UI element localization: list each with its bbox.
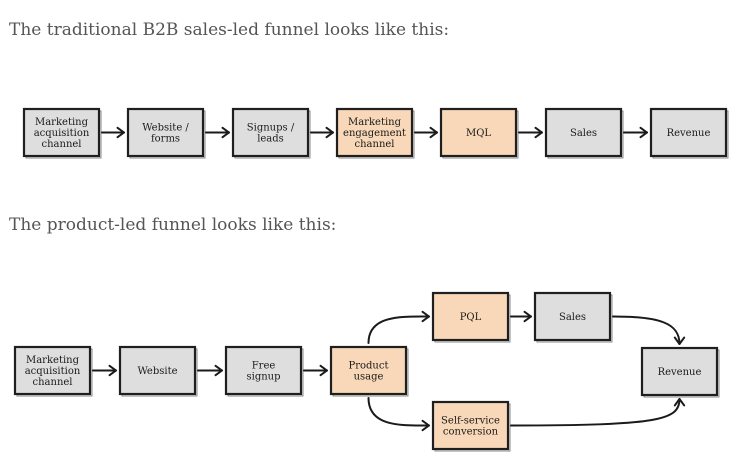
product-led-box-label: Free [252,361,276,372]
sales-led-box-label: Revenue [667,128,711,139]
sales-led-box-revenue: Revenue [649,107,729,159]
product-led-box-label: Product [349,361,389,372]
sales-led-box-label: Marketing [35,117,89,128]
product-led-box-website: Website [118,345,198,397]
product-led-upper-box-label: PQL [460,312,482,323]
sales-led-box-label: Marketing [348,117,402,128]
sales-led-arrow-head [221,126,230,139]
product-led-branch-down-arrow-head [421,419,430,432]
sales-led-arrow-head [116,126,125,139]
product-led-heading: The product-led funnel looks like this: [9,215,337,235]
sales-led-arrow-head [325,126,334,139]
product-led-upper-box-label: Sales [559,312,586,323]
product-led-box-label: Website [137,366,177,377]
sales-led-box-website-forms: Website /forms [126,107,206,159]
sales-led-box-sales: Sales [544,107,624,159]
product-led-merge-upper-arrow [612,315,681,345]
sales-led-box-label: MQL [466,128,491,139]
product-led-box-label: channel [33,377,73,388]
product-led-branch-up-arrow [367,315,430,344]
sales-led-box-label: forms [151,134,180,145]
sales-led-box-label: engagement [343,128,406,139]
product-led-end-box-label: Revenue [658,367,702,378]
product-led-end-box-revenue: Revenue [640,346,720,398]
sales-led-box-label: Signups / [247,123,295,134]
product-led-arrow-head [214,364,223,377]
product-led-upper-box-sales: Sales [533,291,613,343]
product-led-lower-box-label: Self-service [441,416,500,427]
sales-led-heading: The traditional B2B sales-led funnel loo… [9,20,450,40]
product-led-box-label: signup [246,372,280,383]
product-led-lower-box-label: conversion [443,427,499,438]
product-led-branch-up-arrow-head [421,310,430,323]
product-led-merge-upper-arrow-head [673,336,686,345]
product-led-arrow-head [319,364,328,377]
product-led-branch-down-arrow [367,397,430,427]
product-led-merge-lower-arrow-head [673,398,686,407]
sales-led-box-signups-leads: Signups /leads [231,107,311,159]
product-led-box-label: acquisition [25,366,81,377]
sales-led-arrow-head [534,126,543,139]
product-led-box-label: usage [354,372,384,383]
sales-led-box-label: Sales [570,128,597,139]
product-led-merge-lower-arrow [510,398,681,427]
sales-led-arrow-head [639,126,648,139]
sales-led-box-label: channel [355,139,395,150]
sales-led-box-label: acquisition [34,128,90,139]
sales-led-box-label: leads [257,134,284,145]
product-led-box-label: Marketing [26,355,80,366]
sales-led-box-mql: MQL [439,107,519,159]
sales-led-box-label: channel [42,139,82,150]
product-led-upper-box-pql: PQL [431,291,511,343]
sales-led-box-label: Website / [142,123,189,134]
product-led-arrow-head [523,310,532,323]
sales-led-arrow-head [429,126,438,139]
product-led-arrow-head [108,364,117,377]
